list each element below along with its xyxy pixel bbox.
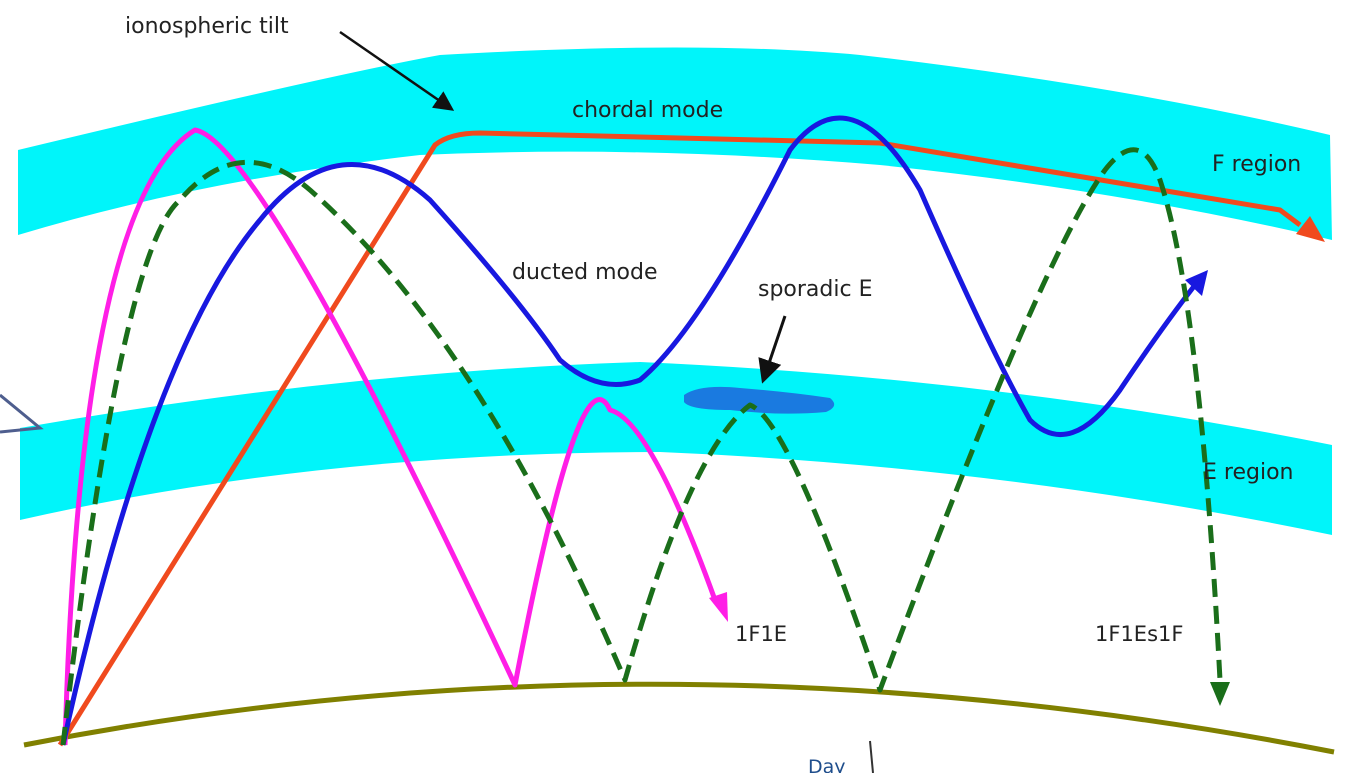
ducted-mode-path <box>60 115 1197 746</box>
e-region-layer <box>20 362 1332 535</box>
hop-1f1e-arrowhead-icon <box>709 592 728 622</box>
chordal-mode-label: chordal mode <box>572 98 723 123</box>
ground-surface <box>23 681 1335 755</box>
ducted-mode-label: ducted mode <box>512 260 658 285</box>
left-edge-fragment <box>0 393 44 434</box>
hop-1f1es1f-arrowhead-icon <box>1210 682 1230 706</box>
e-region-label: E region <box>1203 460 1293 485</box>
chordal-mode-path <box>57 130 1302 747</box>
sporadic-e-patch <box>684 386 835 414</box>
ionospheric-tilt-label: ionospheric tilt <box>125 14 289 39</box>
day-tick-mark <box>869 740 874 773</box>
ducted-arrowhead-icon <box>1185 270 1208 296</box>
sporadic-e-label: sporadic E <box>758 277 872 302</box>
hop-1f1es1f-path <box>60 147 1223 746</box>
chordal-arrowhead-icon <box>1296 216 1325 242</box>
pointer-arrow-icon <box>758 315 787 384</box>
f-region-label: F region <box>1212 152 1301 177</box>
path-1f1es1f-label: 1F1Es1F <box>1095 622 1183 646</box>
pointer-arrow-icon <box>339 30 455 111</box>
hop-1f1e-path <box>62 127 718 746</box>
path-1f1e-label: 1F1E <box>735 622 787 646</box>
day-label: Day <box>808 756 846 773</box>
f-region-layer <box>18 47 1332 240</box>
